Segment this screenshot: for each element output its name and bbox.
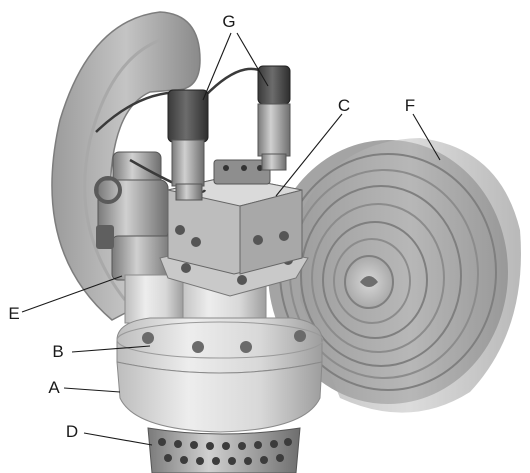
strainer — [147, 427, 301, 473]
leader-f — [412, 113, 441, 161]
callout-d: D — [66, 422, 78, 441]
leader-c — [275, 113, 343, 197]
leader-g-right — [236, 32, 269, 87]
leader-e — [21, 275, 123, 313]
callout-f: F — [405, 96, 415, 115]
callout-e: E — [8, 304, 19, 323]
pump-housing-lower — [116, 361, 323, 433]
callout-b: B — [52, 342, 63, 361]
callout-a: A — [48, 378, 60, 397]
discharge-coupling — [94, 151, 175, 281]
pump-housing-upper — [116, 317, 324, 374]
hydraulic-couplers — [95, 65, 291, 201]
leader-lines — [21, 32, 441, 446]
callout-c: C — [338, 96, 350, 115]
leader-a — [63, 387, 121, 393]
leader-g-left — [202, 32, 232, 101]
callout-g: G — [222, 12, 235, 31]
leader-b — [71, 345, 151, 353]
leader-d — [83, 432, 153, 446]
hose-coil — [268, 138, 521, 413]
